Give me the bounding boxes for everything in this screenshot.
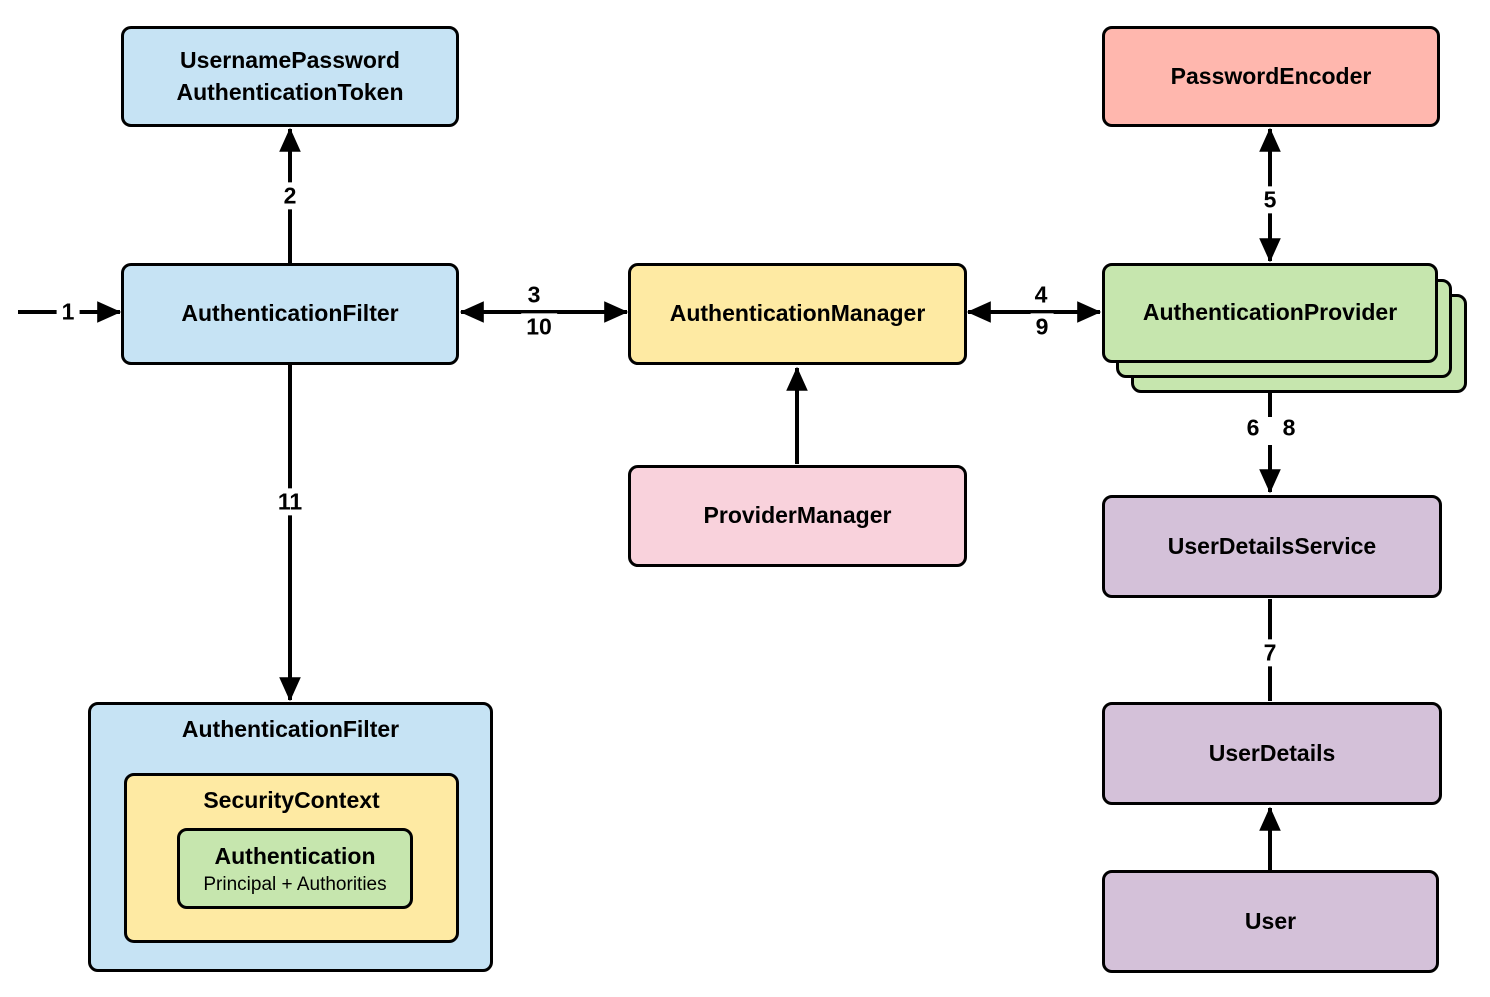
node-user-details: UserDetails	[1102, 702, 1442, 805]
edge-label-step3: 3	[522, 281, 546, 309]
node-authentication-manager: AuthenticationManager	[628, 263, 967, 365]
edge-label-step6: 6	[1246, 414, 1260, 441]
node-authentication-filter: AuthenticationFilter	[121, 263, 459, 365]
node-label: AuthenticationFilter	[181, 716, 400, 742]
node-label: UserDetailsService	[1167, 532, 1377, 559]
edge-label-step5: 5	[1258, 186, 1282, 214]
edge-label-step2: 2	[278, 182, 302, 210]
edge-label-step8: 8	[1282, 414, 1296, 441]
edge-label-step10: 10	[521, 313, 557, 341]
node-user: User	[1102, 870, 1439, 973]
node-user-details-service: UserDetailsService	[1102, 495, 1442, 598]
node-sublabel: Principal + Authorities	[203, 873, 387, 895]
node-label: AuthenticationManager	[669, 300, 926, 327]
node-authentication-filter-result: AuthenticationFilter SecurityContext Aut…	[88, 702, 493, 972]
edge-label-step1: 1	[56, 298, 80, 326]
node-provider-manager: ProviderManager	[628, 465, 967, 567]
node-label: AuthenticationProvider	[1142, 299, 1398, 326]
node-label: ProviderManager	[703, 502, 892, 529]
edge-label-step7: 7	[1258, 639, 1282, 667]
node-label: SecurityContext	[203, 787, 380, 813]
node-label: UserDetails	[1208, 739, 1336, 766]
node-label: UsernamePassword	[180, 47, 400, 74]
edge-label-step9: 9	[1030, 313, 1054, 341]
node-label: Authentication	[214, 842, 376, 869]
edge-label-step4: 4	[1029, 281, 1053, 309]
node-security-context: SecurityContext Authentication Principal…	[124, 773, 459, 943]
node-authentication-provider: AuthenticationProvider	[1102, 263, 1438, 363]
edge-label-step11: 11	[272, 488, 308, 516]
node-label: AuthenticationFilter	[181, 300, 399, 327]
node-authentication: Authentication Principal + Authorities	[177, 828, 413, 909]
node-password-encoder: PasswordEncoder	[1102, 26, 1440, 127]
node-label: PasswordEncoder	[1170, 62, 1372, 89]
node-label: User	[1244, 907, 1297, 934]
node-label: AuthenticationToken	[176, 78, 404, 105]
node-username-password-authentication-token: UsernamePassword AuthenticationToken	[121, 26, 459, 127]
